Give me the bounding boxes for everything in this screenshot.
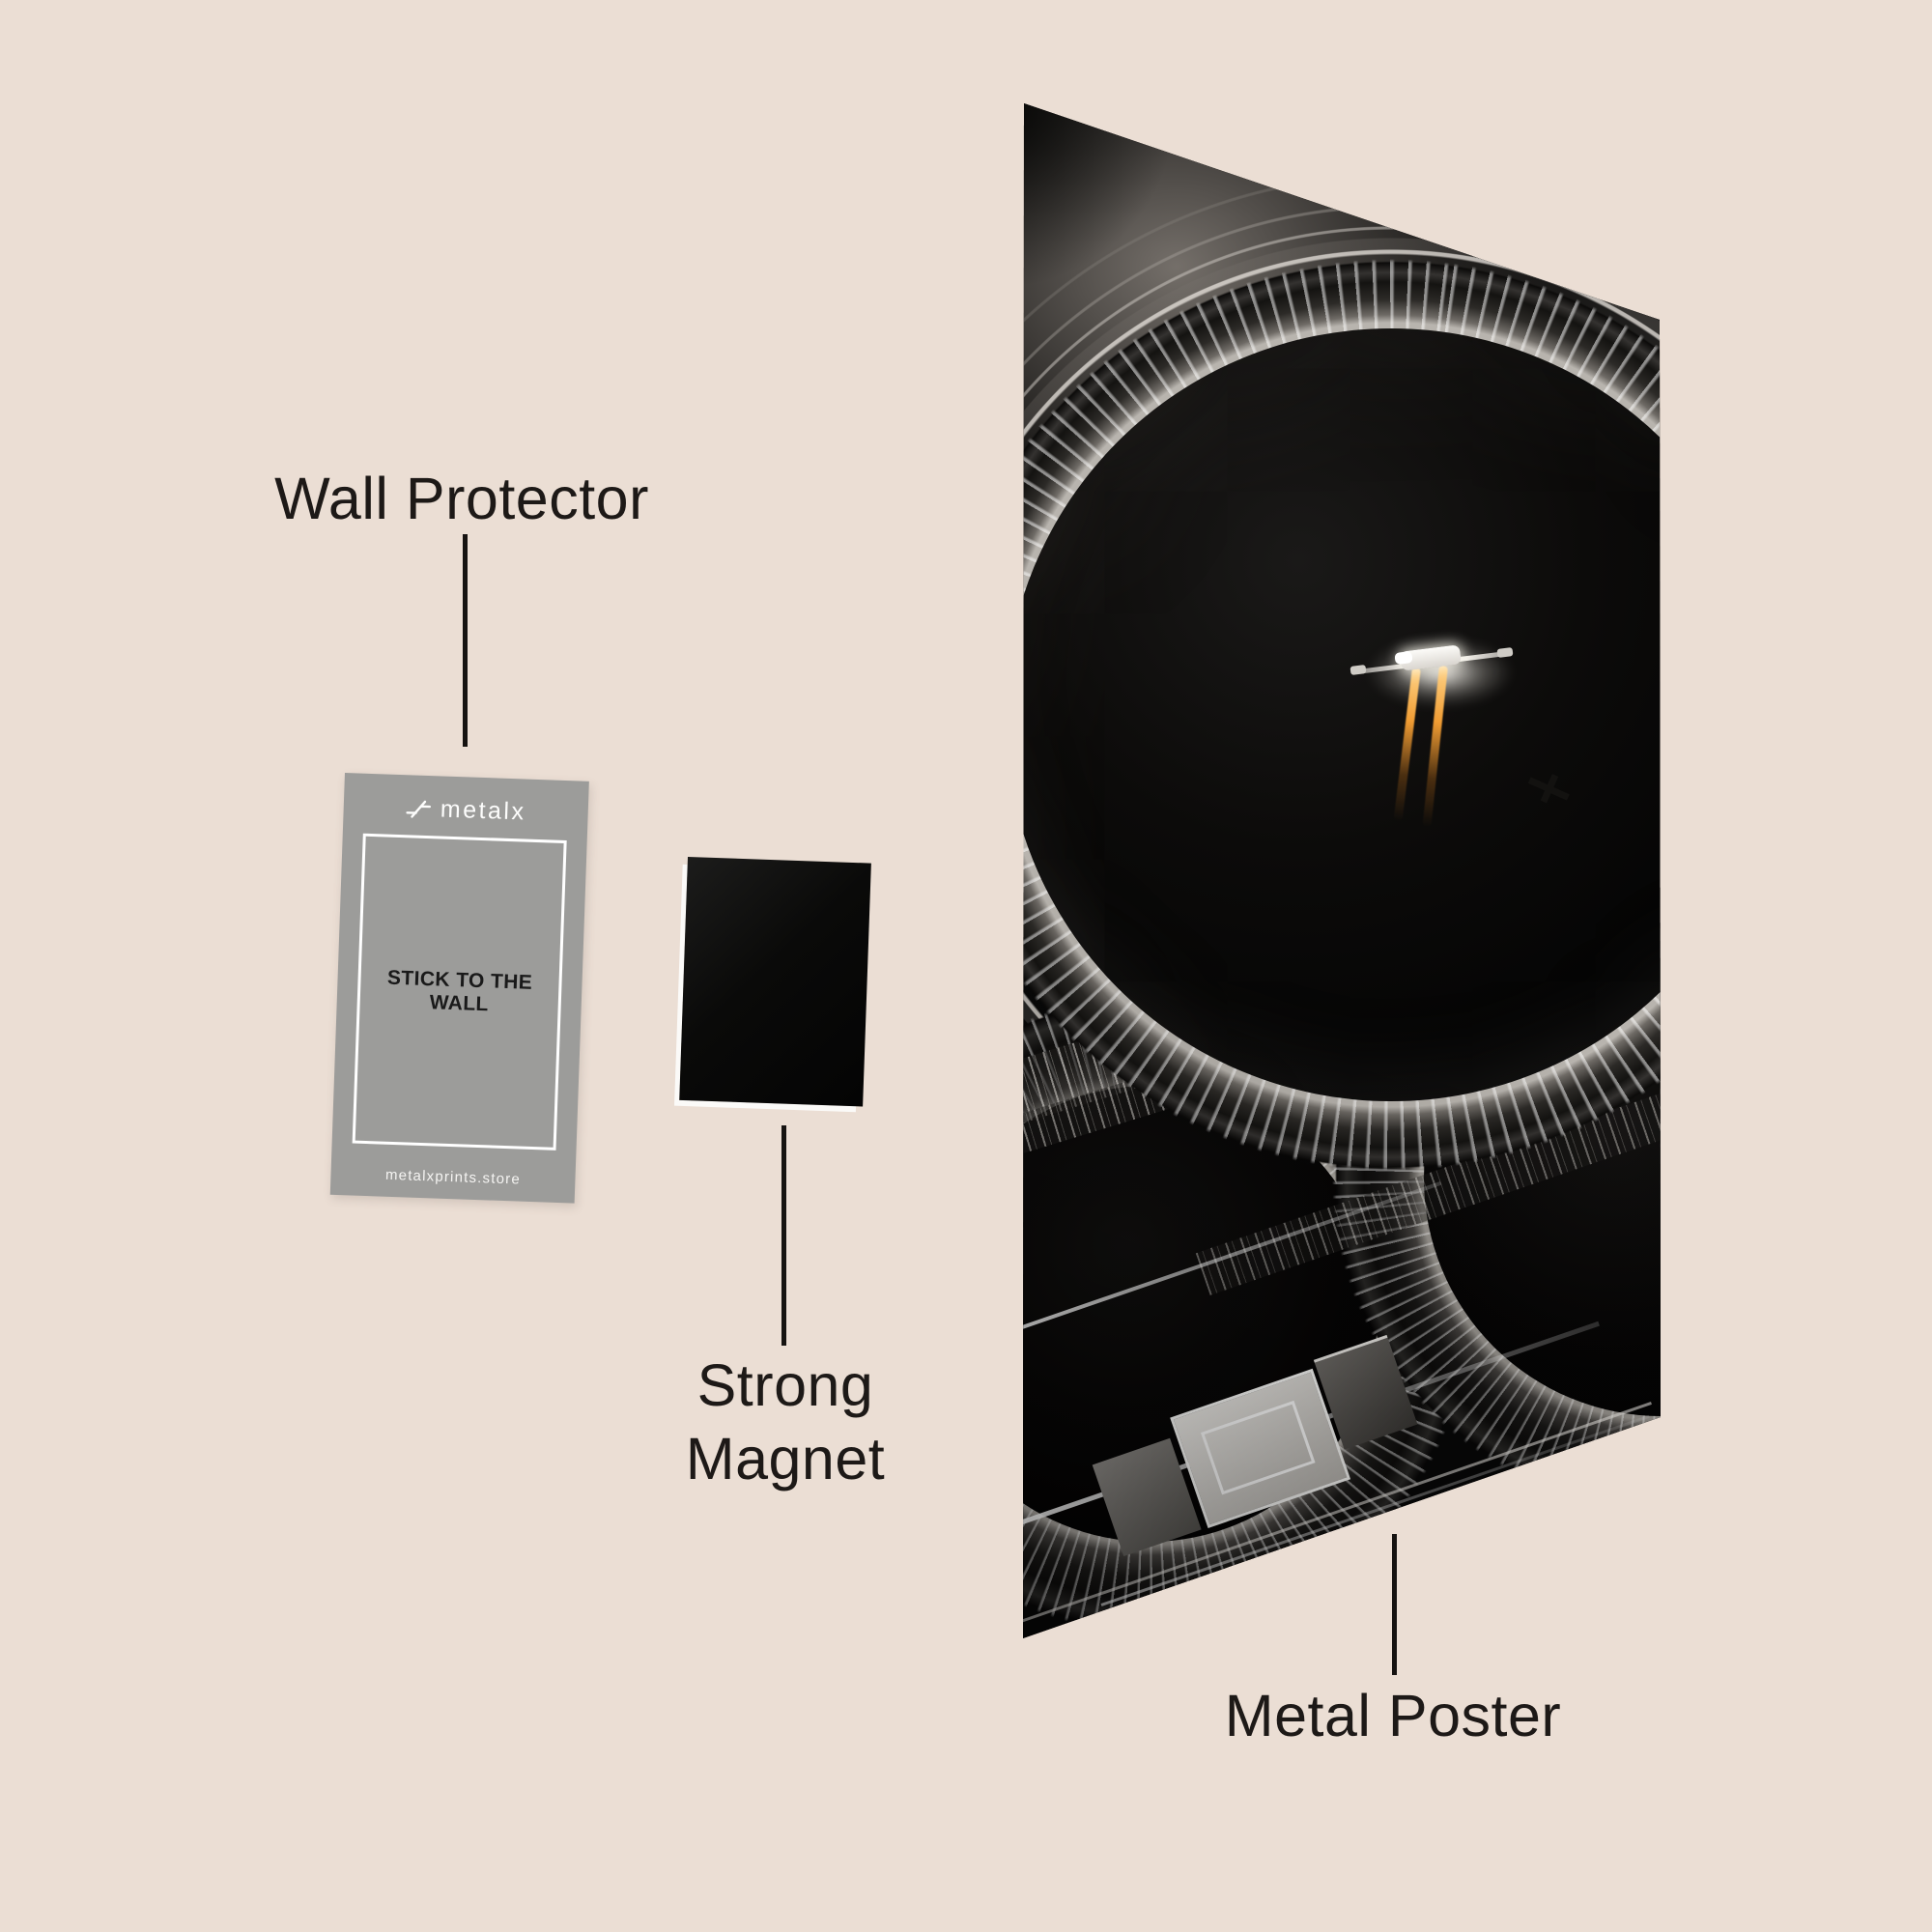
metal-poster-artwork — [1023, 103, 1661, 1638]
wall-protector-card: metalx STICK TO THE WALL metalxprints.st… — [329, 773, 589, 1204]
spacecraft-icon — [1350, 623, 1534, 865]
card-brand-text: metalx — [440, 795, 526, 826]
metalx-cross-icon — [406, 800, 432, 818]
card-footer-text: metalxprints.store — [384, 1166, 522, 1188]
metal-poster-leader-line — [1392, 1534, 1397, 1675]
wall-protector-leader-line — [463, 534, 468, 747]
metal-poster-label: Metal Poster — [1224, 1683, 1562, 1748]
strong-magnet-leader-line — [781, 1125, 786, 1346]
poster-vignette — [1023, 103, 1661, 1638]
wall-protector-label: Wall Protector — [274, 466, 649, 531]
card-logo-row: metalx — [343, 792, 588, 829]
hull-opening-void-main — [1023, 328, 1661, 1101]
card-center-text: STICK TO THE WALL — [386, 966, 533, 1015]
strong-magnet-label: Strong Magnet — [685, 1352, 886, 1492]
strong-magnet-square — [679, 857, 871, 1107]
